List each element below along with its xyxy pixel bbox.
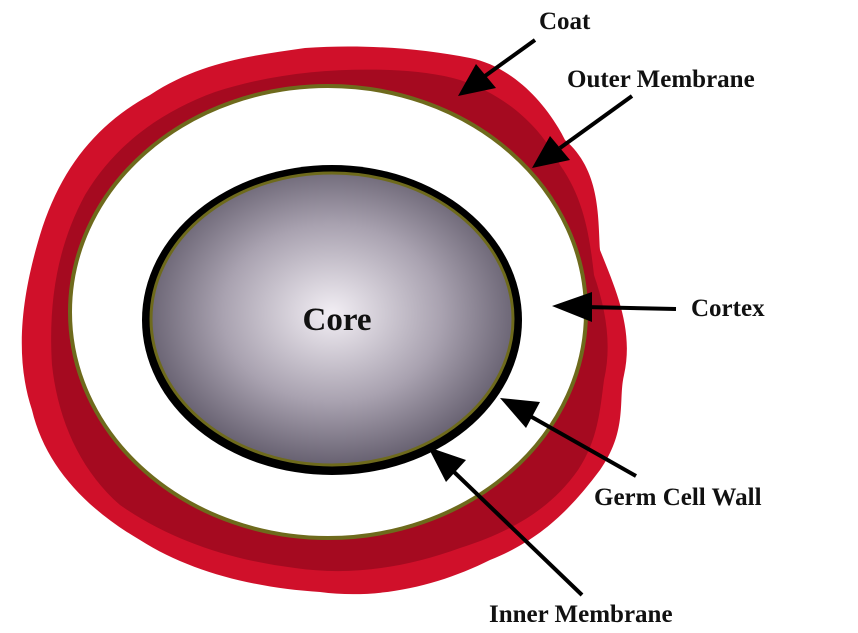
core-label: Core	[302, 302, 371, 338]
outer-membrane-arrow-line	[560, 96, 632, 148]
germ-cell-wall-label: Germ Cell Wall	[594, 484, 762, 511]
inner-membrane-label: Inner Membrane	[489, 601, 673, 628]
cortex-label: Cortex	[691, 295, 765, 322]
outer-membrane-label: Outer Membrane	[567, 66, 755, 93]
coat-arrow-line	[485, 40, 535, 76]
cortex-arrow-line	[585, 307, 676, 309]
coat-label: Coat	[539, 8, 591, 35]
